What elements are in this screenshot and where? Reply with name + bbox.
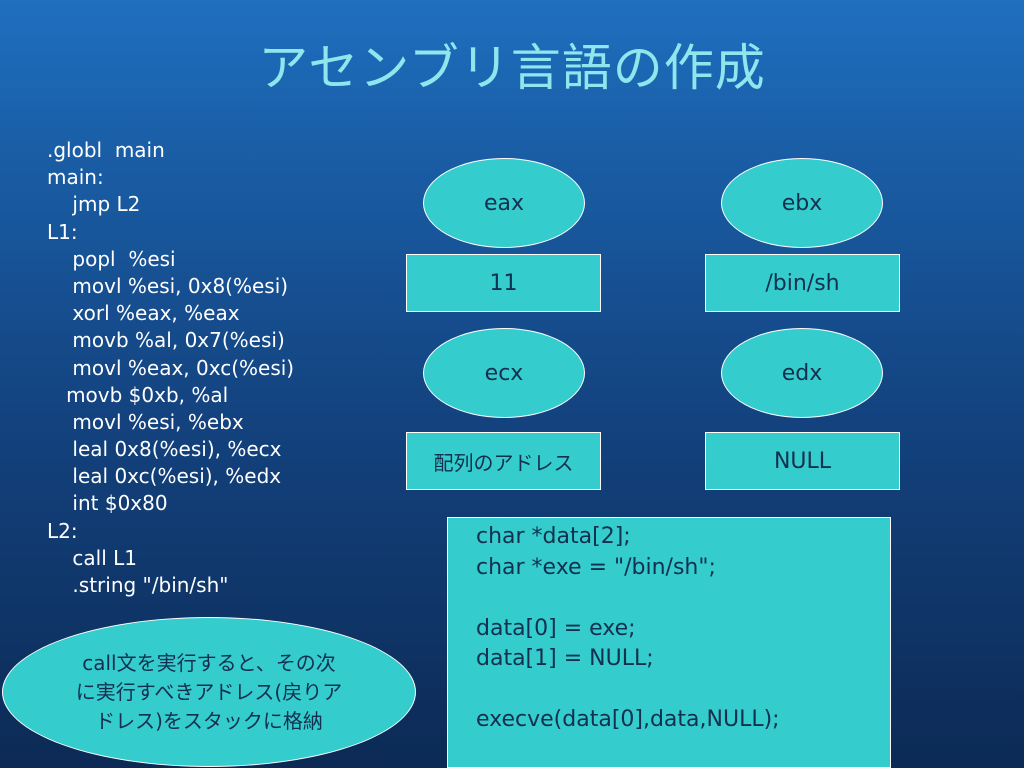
register-ebx-value: /bin/sh: [765, 270, 840, 296]
register-eax-name: eax: [483, 190, 525, 216]
register-ecx-value-box: 配列のアドレス: [406, 432, 601, 490]
c-code-line: [476, 583, 890, 614]
code-line: popl %esi: [47, 246, 176, 271]
register-ebx-name: ebx: [781, 190, 823, 216]
register-edx-name: edx: [781, 360, 823, 386]
call-note-callout: call文を実行すると、その次に実行すべきアドレス(戻りアドレス)をスタックに格…: [2, 617, 416, 767]
code-line: jmp L2: [47, 192, 141, 217]
c-code-box: char *data[2]; char *exe = "/bin/sh"; da…: [447, 517, 891, 768]
register-edx-value-box: NULL: [705, 432, 900, 490]
c-code-line: char *data[2];: [476, 524, 631, 549]
code-line: .globl main: [47, 138, 165, 162]
code-line: xorl %eax, %eax: [47, 301, 240, 326]
register-eax-ellipse: eax: [423, 158, 585, 248]
code-line: .string "/bin/sh": [47, 573, 229, 597]
register-ecx-name: ecx: [484, 360, 524, 386]
c-code-line: execve(data[0],data,NULL);: [476, 707, 780, 732]
code-line: movb %al, 0x7(%esi): [47, 328, 285, 353]
code-line: main:: [47, 165, 104, 190]
code-line: call L1: [47, 545, 138, 570]
slide-title: アセンブリ言語の作成: [258, 39, 766, 97]
code-line: L2:: [47, 518, 78, 543]
code-line: int $0x80: [47, 491, 168, 516]
code-line: leal 0xc(%esi), %edx: [47, 464, 282, 489]
register-ebx-value-box: /bin/sh: [705, 254, 900, 312]
register-eax-value-box: 11: [406, 254, 601, 312]
code-line: movl %esi, 0x8(%esi): [47, 273, 289, 298]
c-code-line: char *exe = "/bin/sh";: [476, 554, 716, 580]
assembly-code: .globl main main: jmp L2 L1: popl %esi m…: [47, 137, 294, 599]
code-line: movb $0xb, %al: [47, 382, 229, 407]
code-line: movl %eax, 0xc(%esi): [47, 355, 295, 380]
code-line: leal 0x8(%esi), %ecx: [47, 437, 282, 462]
c-code-line: data[0] = exe;: [476, 615, 636, 641]
register-edx-value: NULL: [773, 448, 832, 474]
register-eax-value: 11: [489, 270, 518, 296]
code-line: movl %esi, %ebx: [47, 409, 244, 434]
c-code-line: data[1] = NULL;: [476, 646, 654, 671]
register-ebx-ellipse: ebx: [721, 158, 883, 248]
register-ecx-value: 配列のアドレス: [433, 450, 574, 475]
c-code-line: [476, 675, 890, 706]
call-note-text: call文を実行すると、その次に実行すべきアドレス(戻りアドレス)をスタックに格…: [75, 650, 343, 733]
register-ecx-ellipse: ecx: [423, 328, 585, 418]
register-edx-ellipse: edx: [721, 328, 883, 418]
code-line: L1:: [47, 219, 78, 244]
